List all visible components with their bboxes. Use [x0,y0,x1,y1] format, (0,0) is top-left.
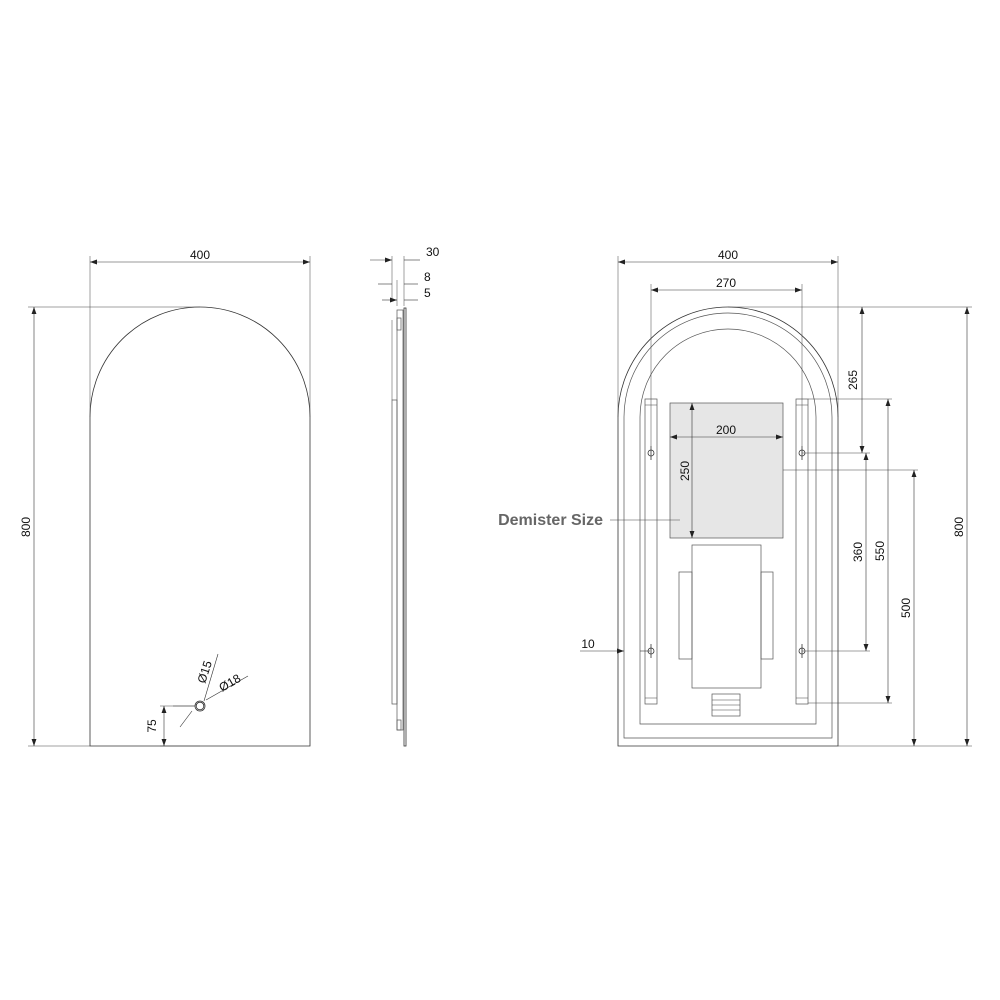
side-frame-profile [396,309,404,731]
rear-height-label: 800 [952,517,966,537]
side-glass-profile [403,307,407,747]
front-view: 400 800 Ø18 Ø15 75 [19,248,311,747]
demister-width-label: 200 [716,423,736,437]
rear-inner-frame [639,328,817,725]
demister-size-label: Demister Size [498,512,603,529]
rear-view: 400 270 200 250 Demister Size 10 265 36 [498,248,972,747]
side-depth-total-label: 30 [426,245,440,259]
demister-pad [669,402,784,539]
front-mirror-outline [89,306,311,747]
bracket-spacing-label: 270 [716,276,736,290]
edge-offset-label: 10 [581,637,595,651]
keyhole-bracket-top-left [647,446,655,460]
strip-length-label: 550 [873,541,887,561]
hole-outer-diameter-label: Ø18 [217,671,244,695]
rear-inner-frame-outer [623,312,833,739]
driver-box [691,544,762,689]
side-depth-frame-label: 8 [424,270,431,284]
front-height-label: 800 [19,517,33,537]
mounting-hole-inner [195,701,205,711]
rear-width-label: 400 [718,248,738,262]
lower-height-label: 500 [899,598,913,618]
hole-inner-diameter-label: Ø15 [195,659,215,685]
demister-height-label: 250 [678,461,692,481]
bracket-vertical-label: 360 [851,542,865,562]
side-view: 30 8 5 [370,245,440,747]
front-width-label: 400 [190,248,210,262]
side-depth-glass-label: 5 [424,286,431,300]
hole-offset-label: 75 [145,719,159,733]
top-to-bracket-label: 265 [846,370,860,390]
